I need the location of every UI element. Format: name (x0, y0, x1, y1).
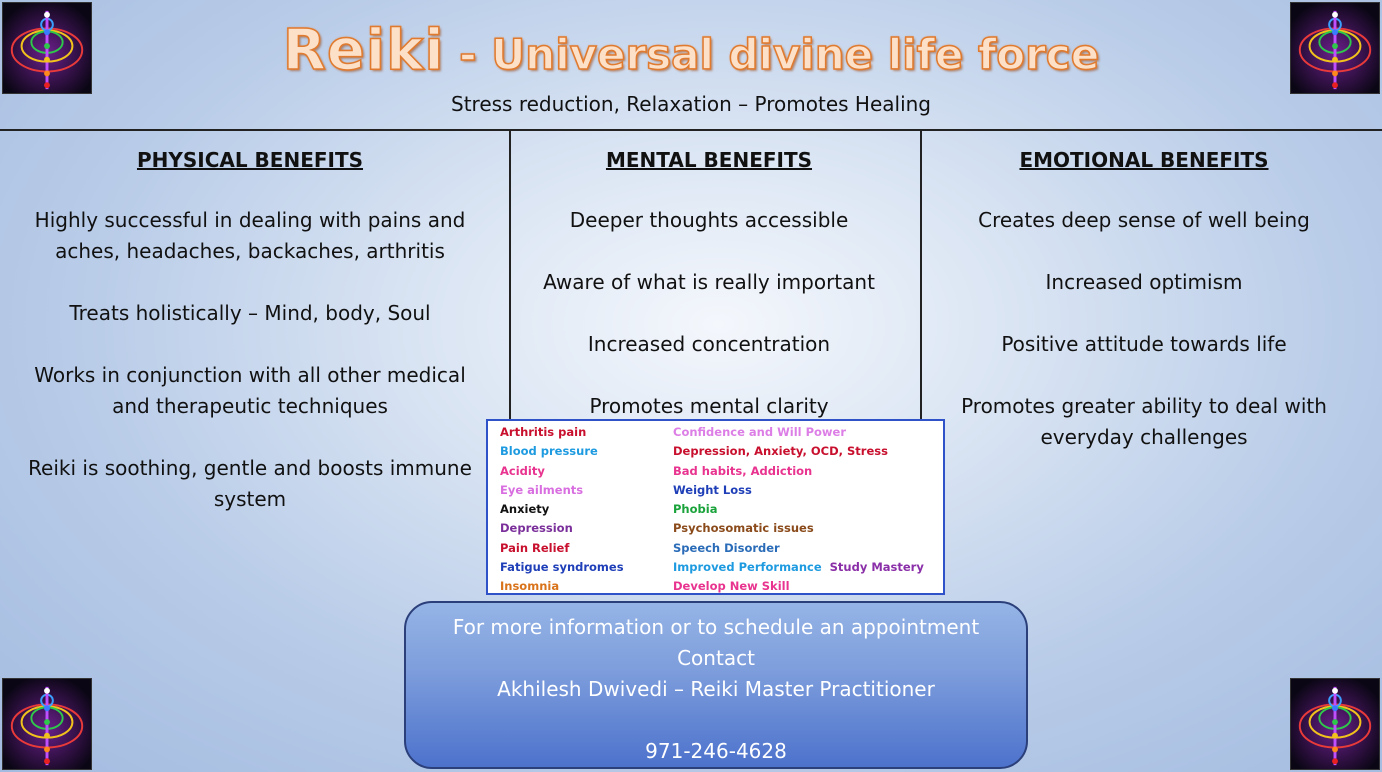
chakra-icon (3, 3, 91, 93)
benefit-item: Promotes mental clarity (589, 394, 829, 418)
chakra-image-top-left (2, 2, 92, 94)
condition-item: Depression, Anxiety, OCD, Stress (673, 444, 888, 459)
condition-item: Develop New Skill (673, 579, 790, 594)
benefit-item: Treats holistically – Mind, body, Soul (69, 301, 431, 325)
condition-item-row: Improved Performance Study Mastery (673, 558, 924, 577)
benefit-item: Works in conjunction with all other medi… (34, 363, 466, 418)
condition-item: Fatigue syndromes (500, 560, 624, 575)
condition-item: Speech Disorder (673, 540, 780, 555)
condition-item: Phobia (673, 502, 718, 517)
header: Reiki - Universal divine life force Stre… (0, 0, 1382, 131)
condition-item: Confidence and Will Power (673, 425, 847, 439)
benefit-item: Positive attitude towards life (1001, 332, 1287, 356)
title-rest: - Universal divine life force (444, 29, 1100, 80)
benefit-item: Reiki is soothing, gentle and boosts imm… (28, 456, 472, 511)
condition-item: Anxiety (500, 502, 550, 517)
chakra-image-top-right (1290, 2, 1380, 94)
condition-item: Study Mastery (829, 560, 924, 575)
conditions-list-box: Arthritis pain Blood pressure Acidity Ey… (486, 419, 945, 595)
contact-label: Contact (677, 646, 755, 670)
physical-benefits-column: PHYSICAL BENEFITS Highly successful in d… (20, 145, 480, 546)
phone-number: 971-246-4628 (645, 739, 787, 763)
chakra-icon (3, 679, 91, 769)
condition-item: Depression (500, 521, 573, 536)
contact-box: For more information or to schedule an a… (404, 601, 1028, 769)
subtitle: Stress reduction, Relaxation – Promotes … (451, 92, 931, 116)
chakra-image-bottom-left (2, 678, 92, 770)
title-main: Reiki (282, 17, 445, 84)
mental-benefits-heading: MENTAL BENEFITS (605, 148, 813, 172)
condition-item: Improved Performance (673, 560, 822, 575)
chakra-icon (1291, 679, 1379, 769)
benefit-item: Aware of what is really important (543, 270, 875, 294)
column-divider (509, 131, 511, 595)
conditions-right-column: Confidence and Will Power Depression, An… (673, 423, 924, 597)
condition-item: Blood pressure (500, 444, 598, 459)
mental-benefits-column: MENTAL BENEFITS Deeper thoughts accessib… (512, 145, 906, 453)
condition-item: Acidity (500, 463, 545, 478)
column-divider (920, 131, 922, 595)
condition-item: Psychosomatic issues (673, 521, 814, 536)
conditions-left-column: Arthritis pain Blood pressure Acidity Ey… (500, 423, 624, 597)
physical-benefits-heading: PHYSICAL BENEFITS (136, 148, 364, 172)
emotional-benefits-column: EMOTIONAL BENEFITS Creates deep sense of… (924, 145, 1364, 484)
benefit-item: Increased optimism (1045, 270, 1243, 294)
condition-item: Arthritis pain (500, 425, 587, 439)
emotional-benefits-heading: EMOTIONAL BENEFITS (1019, 148, 1269, 172)
chakra-icon (1291, 3, 1379, 93)
condition-item: Weight Loss (673, 482, 752, 497)
condition-item: Bad habits, Addiction (673, 463, 813, 478)
page-title: Reiki - Universal divine life force (0, 17, 1382, 84)
chakra-image-bottom-right (1290, 678, 1380, 770)
benefit-item: Promotes greater ability to deal with ev… (961, 394, 1327, 449)
benefit-item: Highly successful in dealing with pains … (34, 208, 466, 263)
condition-item: Eye ailments (500, 482, 584, 497)
contact-info-text: For more information or to schedule an a… (452, 615, 980, 639)
condition-item: Pain Relief (500, 540, 570, 555)
benefit-item: Deeper thoughts accessible (569, 208, 849, 232)
benefit-item: Creates deep sense of well being (978, 208, 1310, 232)
condition-item: Insomnia (500, 579, 560, 594)
benefit-item: Increased concentration (587, 332, 831, 356)
practitioner-name: Akhilesh Dwivedi – Reiki Master Practiti… (497, 677, 935, 701)
